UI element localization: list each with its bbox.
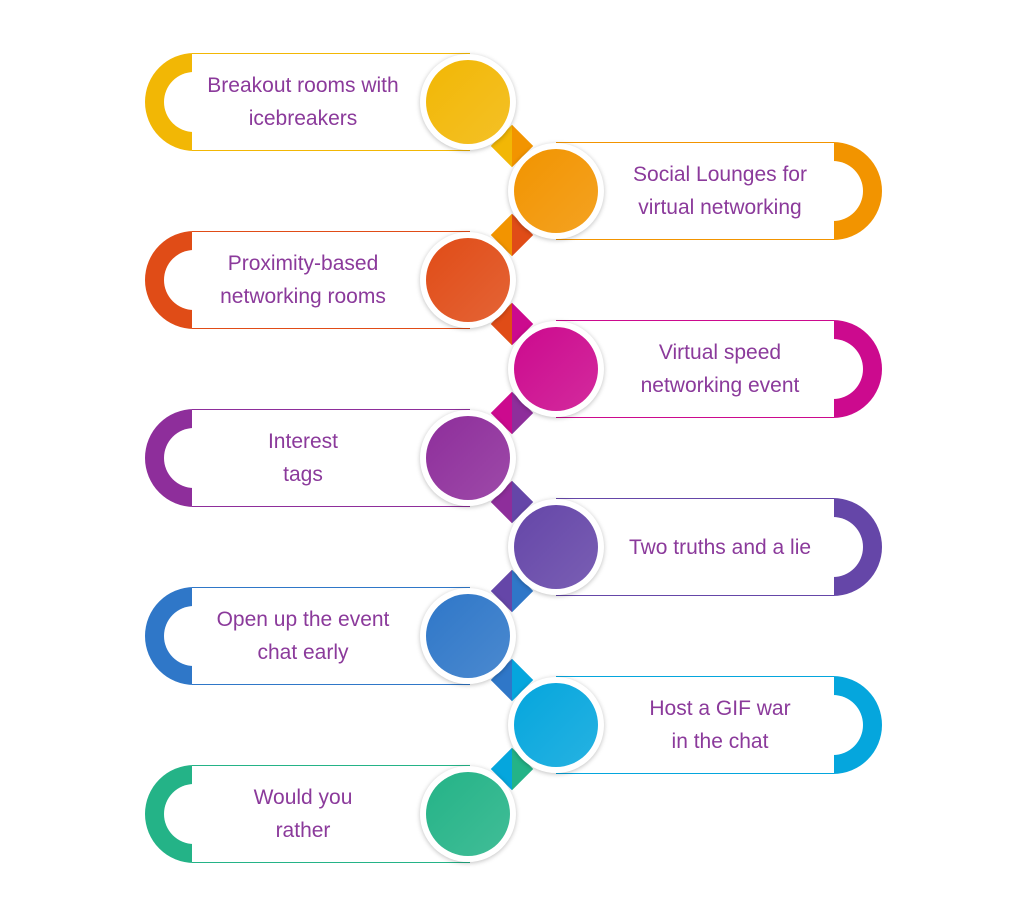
step-dot bbox=[514, 149, 598, 233]
step-label: Breakout rooms with icebreakers bbox=[178, 53, 428, 151]
step-label-line: in the chat bbox=[671, 730, 769, 753]
step-dot bbox=[514, 683, 598, 767]
step-circle bbox=[420, 588, 516, 684]
step-label-line: Two truths and a lie bbox=[628, 535, 812, 559]
step-circle bbox=[420, 410, 516, 506]
step-label: Would you rather bbox=[178, 765, 428, 863]
step-circle bbox=[420, 54, 516, 150]
step-label-text: Proximity-based networking rooms bbox=[220, 247, 386, 313]
step-label: Host a GIF war in the chat bbox=[600, 676, 840, 774]
step-label-text: Virtual speed networking event bbox=[641, 336, 800, 402]
step-label-line: networking rooms bbox=[220, 285, 386, 308]
step-label: Social Lounges for virtual networking bbox=[600, 142, 840, 240]
step-label-line: chat early bbox=[257, 641, 349, 664]
step-circle bbox=[420, 232, 516, 328]
step-label: Two truths and a lie bbox=[600, 498, 840, 596]
step-dot bbox=[426, 60, 510, 144]
step-label-text: Would you rather bbox=[254, 781, 353, 847]
step-circle bbox=[508, 321, 604, 417]
step-label: Proximity-based networking rooms bbox=[178, 231, 428, 329]
step-label-text: Interest tags bbox=[268, 425, 338, 491]
step-label-line: Open up the event bbox=[216, 608, 390, 631]
step-label: Open up the event chat early bbox=[178, 587, 428, 685]
step-circle bbox=[508, 499, 604, 595]
step-label-line: Proximity-based bbox=[227, 252, 379, 275]
step-label-line: Interest bbox=[267, 430, 339, 453]
step-label-text: Open up the event chat early bbox=[217, 603, 390, 669]
step-dot bbox=[514, 327, 598, 411]
step-label-line: Virtual speed bbox=[658, 341, 782, 364]
step-dot bbox=[426, 772, 510, 856]
step-label-line: Host a GIF war bbox=[649, 697, 791, 720]
step-label-line: networking event bbox=[640, 374, 800, 397]
step-dot bbox=[514, 505, 598, 589]
step-label-line: Would you bbox=[253, 786, 353, 809]
step-circle bbox=[508, 677, 604, 773]
step-label-line: virtual networking bbox=[638, 196, 802, 219]
step-label-line: Breakout rooms with bbox=[207, 74, 399, 97]
step-label-text: Social Lounges for virtual networking bbox=[633, 158, 807, 224]
step-dot bbox=[426, 238, 510, 322]
step-label: Interest tags bbox=[178, 409, 428, 507]
step-dot bbox=[426, 416, 510, 500]
step-label-line: rather bbox=[275, 819, 331, 842]
step-label-text: Two truths and a lie bbox=[629, 531, 811, 564]
step-label-line: tags bbox=[283, 463, 323, 486]
step-circle bbox=[420, 766, 516, 862]
step-label-line: Social Lounges for bbox=[633, 163, 807, 186]
step-label-text: Breakout rooms with icebreakers bbox=[207, 69, 398, 135]
step-label-line: icebreakers bbox=[248, 107, 358, 130]
step-label-text: Host a GIF war in the chat bbox=[649, 692, 790, 758]
step-label: Virtual speed networking event bbox=[600, 320, 840, 418]
step-circle bbox=[508, 143, 604, 239]
step-dot bbox=[426, 594, 510, 678]
